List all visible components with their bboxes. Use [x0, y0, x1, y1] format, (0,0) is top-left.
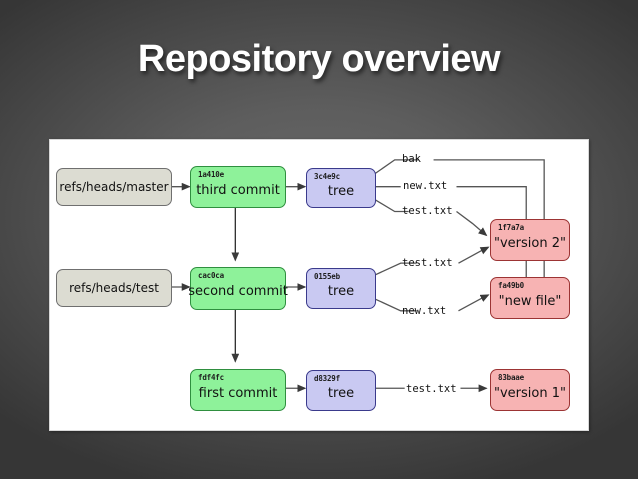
blob-label: "new file" — [498, 293, 562, 309]
tree-node-d8329f[interactable]: d8329f tree — [306, 370, 376, 411]
tree-hash: d8329f — [314, 374, 340, 383]
edge-label-new-txt-mid: new.txt — [402, 305, 447, 317]
commit-hash: 1a410e — [198, 170, 224, 179]
blob-hash: 83baae — [498, 373, 524, 382]
ref-label: refs/heads/test — [69, 281, 159, 295]
repository-diagram-panel: refs/heads/master refs/heads/test 1a410e… — [49, 139, 589, 431]
tree-node-3c4e9c[interactable]: 3c4e9c tree — [306, 168, 376, 208]
edge-label-bak: bak — [402, 153, 421, 165]
page-title: Repository overview — [137, 38, 501, 80]
tree-hash: 0155eb — [314, 272, 340, 281]
blob-node-fa49b0[interactable]: fa49b0 "new file" — [490, 277, 570, 319]
diagram-connectors — [171, 159, 545, 393]
ref-node-master[interactable]: refs/heads/master — [56, 168, 172, 206]
commit-node-second[interactable]: cac0ca second commit — [188, 267, 288, 310]
edge-label-new-txt-top: new.txt — [403, 180, 448, 192]
commit-label: third commit — [196, 182, 280, 198]
commit-node-third[interactable]: 1a410e third commit — [190, 166, 286, 208]
blob-label: "version 1" — [494, 385, 566, 401]
edge-label-test-txt-mid: test.txt — [402, 257, 453, 269]
blob-hash: 1f7a7a — [498, 223, 524, 232]
commit-hash: fdf4fc — [198, 373, 224, 382]
tree-label: tree — [327, 386, 355, 401]
commit-hash: cac0ca — [198, 271, 224, 280]
blob-node-83baae[interactable]: 83baae "version 1" — [490, 369, 570, 411]
tree-hash: 3c4e9c — [314, 172, 340, 181]
tree-label: tree — [327, 284, 355, 299]
ref-label: refs/heads/master — [59, 180, 169, 194]
commit-node-first[interactable]: fdf4fc first commit — [190, 369, 286, 411]
tree-node-0155eb[interactable]: 0155eb tree — [306, 268, 376, 309]
commit-label: first commit — [198, 385, 278, 401]
blob-hash: fa49b0 — [498, 281, 524, 290]
edge-label-test-txt-top: test.txt — [402, 205, 453, 217]
tree-label: tree — [327, 183, 355, 199]
blob-label: "version 2" — [494, 235, 566, 251]
commit-label: second commit — [188, 284, 288, 299]
ref-node-test[interactable]: refs/heads/test — [56, 269, 172, 307]
blob-node-1f7a7a[interactable]: 1f7a7a "version 2" — [490, 219, 570, 261]
edge-label-test-txt-bottom: test.txt — [406, 383, 457, 395]
